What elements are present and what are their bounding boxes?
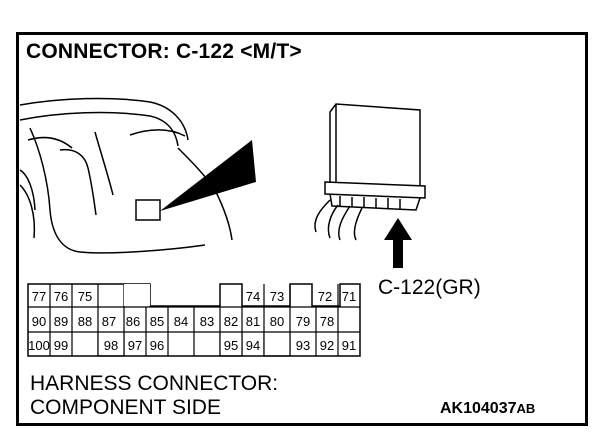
pin-label: 95 bbox=[224, 338, 238, 353]
pin-label: 90 bbox=[32, 314, 46, 329]
pin-label: 91 bbox=[342, 338, 356, 353]
pin-grid-outline bbox=[27, 283, 361, 357]
pin-label: 85 bbox=[150, 314, 164, 329]
dashboard-illustration bbox=[19, 97, 233, 254]
pin-grid: 77 76 75 74 73 72 71 90 89 88 87 86 85 84 83 82 81 80 79 78… bbox=[27, 283, 361, 357]
pin-label: 84 bbox=[174, 314, 188, 329]
pin-label: 71 bbox=[342, 289, 356, 304]
pin-label: 76 bbox=[54, 289, 68, 304]
figure-code: AK104037AB bbox=[440, 400, 535, 418]
pin-label: 73 bbox=[270, 289, 284, 304]
pin-label: 74 bbox=[246, 289, 260, 304]
pin-label: 97 bbox=[128, 338, 142, 353]
pin-label: 75 bbox=[78, 289, 92, 304]
pin-label: 98 bbox=[104, 338, 118, 353]
pin-label: 77 bbox=[32, 289, 46, 304]
pin-label: 82 bbox=[224, 314, 238, 329]
pin-label: 88 bbox=[78, 314, 92, 329]
pin-label: 87 bbox=[102, 314, 116, 329]
diagram-title: CONNECTOR: C-122 <M/T> bbox=[26, 40, 302, 63]
pin-label: 83 bbox=[200, 314, 214, 329]
component-side-label: COMPONENT SIDE bbox=[30, 396, 221, 419]
connector-label: C-122(GR) bbox=[378, 276, 481, 299]
pin-label: 89 bbox=[54, 314, 68, 329]
pin-label: 92 bbox=[320, 338, 334, 353]
diagram-frame bbox=[16, 32, 588, 426]
figure-code-main: AK104037 bbox=[440, 400, 517, 417]
pin-label: 100 bbox=[28, 338, 50, 353]
pin-label: 78 bbox=[320, 314, 334, 329]
pin-label: 93 bbox=[296, 338, 310, 353]
callout-wedge bbox=[160, 140, 256, 211]
dashboard-connector-icon bbox=[135, 199, 161, 221]
pin-label: 80 bbox=[270, 314, 284, 329]
pin-label: 72 bbox=[318, 289, 332, 304]
ecu-unit-illustration bbox=[314, 103, 426, 241]
pin-label: 86 bbox=[126, 314, 140, 329]
pin-label: 79 bbox=[296, 314, 310, 329]
pin-label: 96 bbox=[150, 338, 164, 353]
pin-label: 81 bbox=[246, 314, 260, 329]
pin-label: 99 bbox=[54, 338, 68, 353]
pin-label: 94 bbox=[246, 338, 260, 353]
harness-connector-label: HARNESS CONNECTOR: bbox=[30, 372, 279, 395]
figure-code-suffix: AB bbox=[516, 401, 536, 416]
arrow-up-icon bbox=[384, 218, 412, 268]
